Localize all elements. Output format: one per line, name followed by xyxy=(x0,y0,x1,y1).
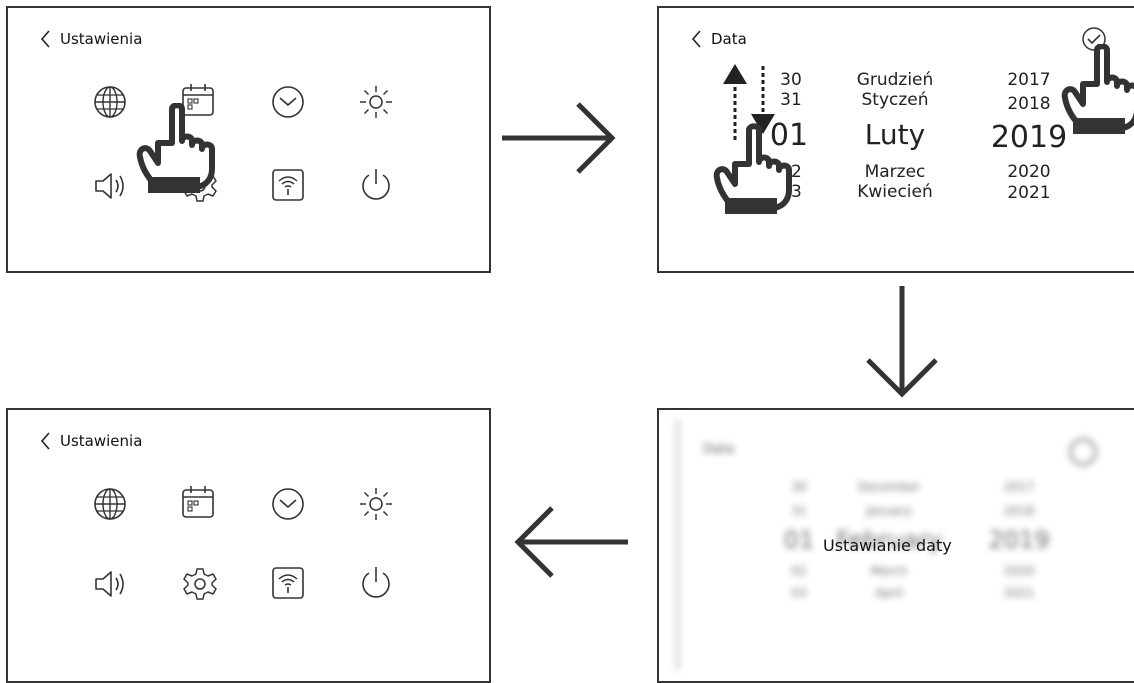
month-item-selected[interactable]: Luty xyxy=(864,118,926,151)
blurred-day: 30 xyxy=(791,480,807,494)
blurred-year: 2018 xyxy=(1003,504,1035,518)
header[interactable]: Data xyxy=(689,28,747,50)
blurred-date-picker: Data 30 31 01 02 03 December January Feb… xyxy=(659,410,1134,681)
date-saving-screen: Data 30 31 01 02 03 December January Feb… xyxy=(657,408,1134,683)
month-item[interactable]: Kwiecień xyxy=(857,182,933,202)
settings-screen-final: Ustawienia xyxy=(6,408,491,683)
wifi-icon[interactable] xyxy=(270,167,306,203)
blurred-day: 02 xyxy=(791,564,807,578)
arrow-down-icon xyxy=(866,286,938,398)
swipe-arrows-icon xyxy=(723,64,775,140)
brightness-icon[interactable] xyxy=(358,84,394,120)
blurred-month: February xyxy=(835,526,943,554)
speaker-icon[interactable] xyxy=(92,168,128,204)
chevron-left-icon[interactable] xyxy=(38,430,54,452)
blurred-day: 03 xyxy=(791,586,807,600)
blurred-title: Data xyxy=(703,442,735,457)
year-item[interactable]: 2021 xyxy=(1007,183,1051,203)
blurred-month: April xyxy=(875,586,903,600)
blurred-year: 2017 xyxy=(1003,480,1035,494)
month-item[interactable]: Marzec xyxy=(864,162,926,182)
page-title: Ustawienia xyxy=(60,30,143,48)
blurred-month: January xyxy=(866,504,912,518)
day-item[interactable]: 31 xyxy=(780,90,802,110)
status-message: Ustawianie daty xyxy=(823,536,952,555)
arrow-right-icon xyxy=(502,102,616,174)
hand-pointer-icon xyxy=(713,123,792,214)
clock-icon[interactable] xyxy=(270,84,306,120)
blurred-month: March xyxy=(870,564,908,578)
date-picker-screen: Data 30 31 01 02 03 Grudzień Styczeń Lut… xyxy=(657,6,1134,273)
header[interactable]: Ustawienia xyxy=(38,28,142,50)
blurred-check-icon xyxy=(1069,438,1097,466)
month-item[interactable]: Grudzień xyxy=(856,70,934,90)
scroll-shadow xyxy=(675,420,681,670)
gear-icon[interactable] xyxy=(182,566,218,602)
year-item[interactable]: 2017 xyxy=(1007,70,1051,90)
power-icon[interactable] xyxy=(358,565,394,601)
year-item[interactable]: 2020 xyxy=(1007,162,1051,182)
wifi-icon[interactable] xyxy=(270,565,306,601)
calendar-icon[interactable] xyxy=(180,484,216,520)
day-item-selected[interactable]: 01 xyxy=(769,118,809,153)
speaker-icon[interactable] xyxy=(92,566,128,602)
brightness-icon[interactable] xyxy=(358,486,394,522)
year-item[interactable]: 2018 xyxy=(1007,94,1051,114)
power-icon[interactable] xyxy=(358,167,394,203)
page-title: Data xyxy=(711,30,747,48)
arrow-left-icon xyxy=(514,506,628,578)
blurred-year: 2020 xyxy=(1003,564,1035,578)
blurred-year: 2019 xyxy=(988,526,1050,554)
hand-pointer-icon xyxy=(136,103,215,193)
settings-screen-step1: Ustawienia xyxy=(6,6,491,273)
globe-icon[interactable] xyxy=(92,84,128,120)
blurred-year: 2021 xyxy=(1003,586,1035,600)
chevron-left-icon[interactable] xyxy=(38,28,54,50)
blurred-month: December xyxy=(857,480,921,494)
header[interactable]: Ustawienia xyxy=(38,430,142,452)
blurred-day: 31 xyxy=(791,504,807,518)
globe-icon[interactable] xyxy=(92,486,128,522)
calendar-icon[interactable] xyxy=(180,82,216,118)
day-item[interactable]: 30 xyxy=(780,70,802,90)
blurred-day: 01 xyxy=(783,526,815,554)
hand-pointer-icon xyxy=(1061,44,1134,134)
page-title: Ustawienia xyxy=(60,432,143,450)
year-item-selected[interactable]: 2019 xyxy=(990,120,1068,155)
month-item[interactable]: Styczeń xyxy=(861,90,929,110)
clock-icon[interactable] xyxy=(270,486,306,522)
chevron-left-icon[interactable] xyxy=(689,28,705,50)
